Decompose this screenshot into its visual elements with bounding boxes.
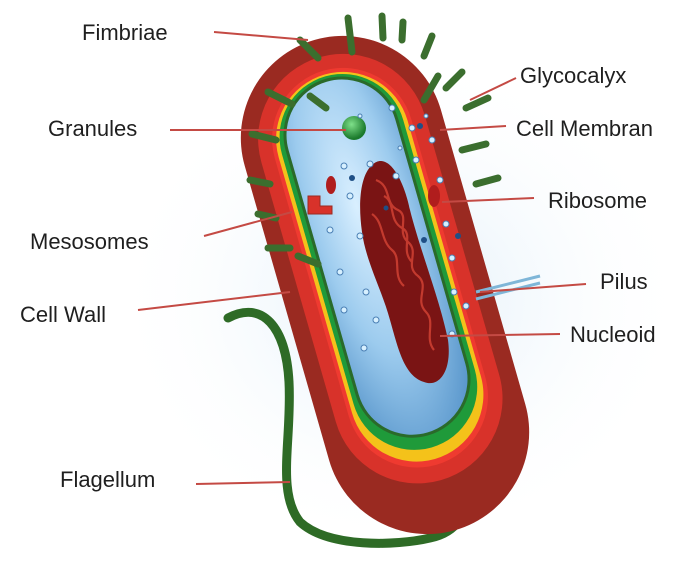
label-mesosomes: Mesosomes [30,229,149,254]
label-granules: Granules [48,116,138,141]
flagellum [223,308,471,548]
leader-lines [137,31,587,485]
nucleoid [360,161,449,384]
label-cell-membrane: Cell Membran [516,116,653,141]
label-flagellum: Flagellum [60,467,156,492]
pilus [475,274,541,301]
dark-ribosome-dots [349,123,461,243]
label-nucleoid: Nucleoid [570,322,656,347]
label-cell-wall: Cell Wall [20,302,106,327]
label-pilus: Pilus [600,269,648,294]
granule [342,116,366,140]
ribosome-body [428,185,440,207]
ribosome-dots [326,104,470,352]
mesosome [307,195,333,215]
label-glycocalyx: Glycocalyx [520,63,627,88]
inclusion-body [326,176,336,194]
label-ribosome: Ribosome [548,188,648,213]
inner-membrane-rim [283,76,471,438]
label-fimbriae: Fimbriae [82,20,168,45]
